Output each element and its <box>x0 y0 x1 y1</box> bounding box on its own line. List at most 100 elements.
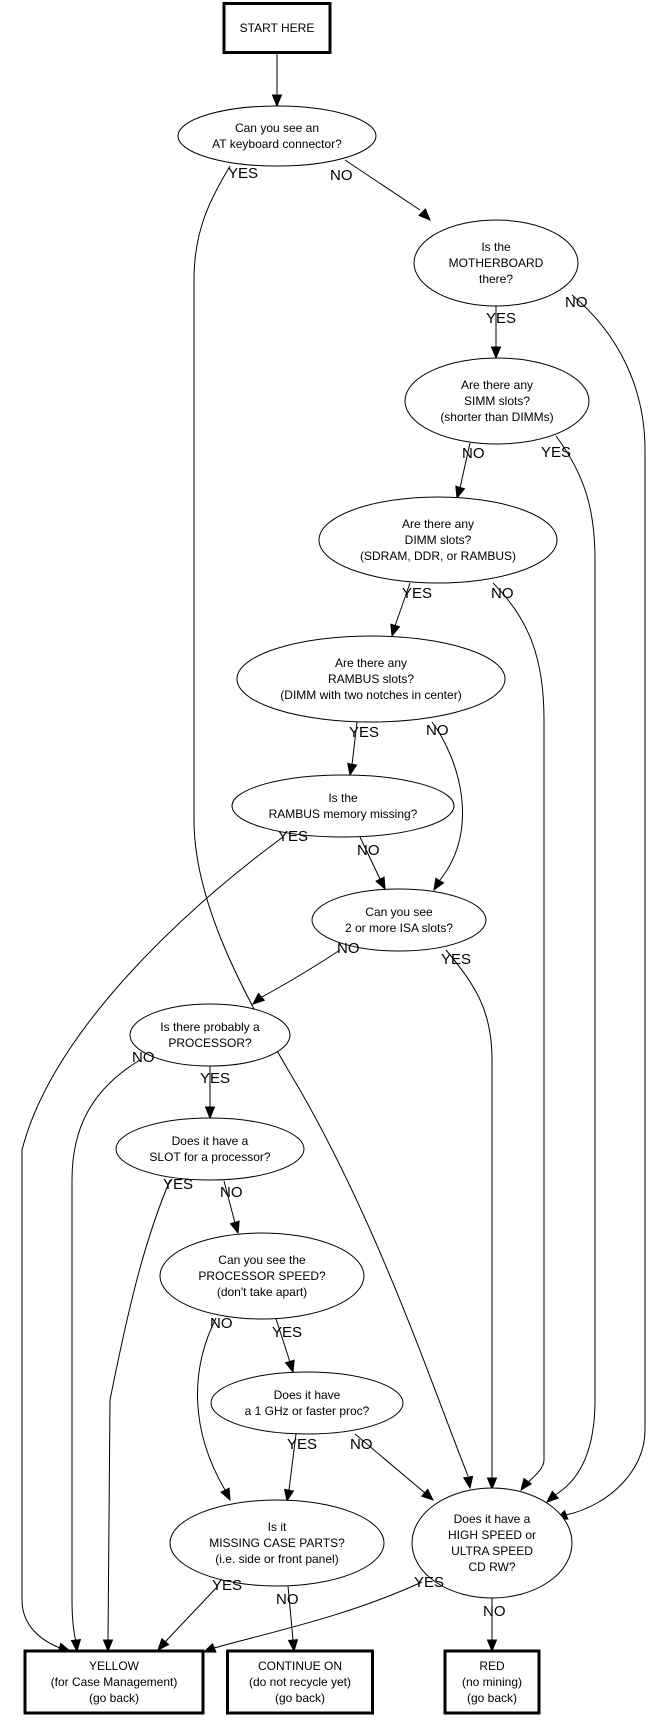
edge-label-no: NO <box>426 722 449 739</box>
arrowhead-icon <box>520 1477 533 1492</box>
decision-ellipse <box>311 888 487 952</box>
edges-layer <box>21 53 646 1653</box>
arrowhead-icon <box>157 1637 170 1651</box>
node-text-line: SLOT for a processor? <box>149 1150 270 1164</box>
edge-label-yes: YES <box>272 1324 302 1341</box>
terminal-box <box>226 1649 374 1715</box>
decision-ellipse <box>177 105 377 167</box>
arrowhead-icon <box>420 1488 434 1501</box>
edge-line <box>213 1581 423 1649</box>
arrowhead-icon <box>390 623 401 638</box>
node-text-line: ULTRA SPEED <box>451 1544 533 1558</box>
node-text-line: YELLOW <box>89 1659 140 1673</box>
node-text-line: (go back) <box>89 1691 139 1705</box>
node-text-line: Does it have a <box>454 1512 531 1526</box>
edge-line <box>394 582 411 627</box>
edge-at_keyboard-to-motherboard <box>344 159 431 221</box>
node-red: RED(no mining)(go back) <box>443 1649 541 1715</box>
node-text-line: (shorter than DIMMs) <box>440 410 553 424</box>
arrowhead-icon <box>271 94 283 108</box>
node-text-line: PROCESSOR? <box>168 1036 252 1050</box>
edge-speed-to-ghz <box>275 1318 295 1374</box>
edge-line <box>223 1180 236 1224</box>
arrowhead-icon <box>102 1639 114 1653</box>
decision-ellipse <box>318 496 558 584</box>
edge-processor-to-slot <box>204 1066 216 1120</box>
edge-line <box>107 1179 171 1642</box>
edge-line <box>459 442 471 489</box>
edge-line <box>492 582 545 1487</box>
arrowhead-icon <box>283 1488 295 1503</box>
edge-line <box>431 721 463 881</box>
decision-ellipse <box>129 1003 291 1067</box>
arrowhead-icon <box>229 1220 240 1235</box>
arrowhead-icon <box>251 992 266 1005</box>
edge-cdrw-to-yellow <box>202 1581 423 1653</box>
edge-dimm-to-rambus_slots <box>390 582 411 638</box>
node-text-line: Is there probably a <box>160 1020 260 1034</box>
edge-label-yes: YES <box>402 585 432 602</box>
decision-ellipse <box>231 774 455 838</box>
arrowhead-icon <box>490 346 502 360</box>
edge-line <box>288 1433 297 1491</box>
decision-ellipse <box>159 1232 365 1320</box>
edge-isa-to-cdrw <box>445 949 498 1491</box>
node-text-line: Are there any <box>335 656 407 670</box>
decision-ellipse <box>210 1371 404 1435</box>
arrowhead-icon <box>204 1106 216 1120</box>
edge-label-yes: YES <box>349 724 379 741</box>
terminal-box <box>222 2 332 54</box>
arrowhead-icon <box>70 1639 82 1653</box>
edge-speed-to-case_parts <box>197 1317 231 1502</box>
node-text-line: CONTINUE ON <box>258 1659 342 1673</box>
edge-label-no: NO <box>220 1184 243 1201</box>
arrowhead-icon <box>287 1639 299 1653</box>
edge-label-yes: YES <box>486 310 516 327</box>
node-yellow: YELLOW(for Case Management)(go back) <box>23 1649 205 1715</box>
decision-ellipse <box>411 1487 573 1599</box>
node-text-line: 2 or more ISA slots? <box>345 921 453 935</box>
node-text-line: (don't take apart) <box>217 1285 307 1299</box>
edge-line <box>359 836 381 880</box>
edge-line <box>565 294 646 1516</box>
node-text-line: DIMM slots? <box>405 533 472 547</box>
node-text-line: Are there any <box>461 378 533 392</box>
edge-label-no: NO <box>483 1603 506 1620</box>
arrowhead-icon <box>220 1487 231 1502</box>
decision-ellipse <box>413 219 579 307</box>
node-text-line: Can you see an <box>235 121 319 135</box>
edge-rambus_slots-to-rambus_missing <box>347 721 358 777</box>
node-text-line: SIMM slots? <box>464 394 530 408</box>
edge-motherboard-to-cdrw <box>554 294 646 1520</box>
edge-line <box>71 1059 141 1642</box>
node-text-line: there? <box>479 272 513 286</box>
edge-label-yes: YES <box>278 828 308 845</box>
node-text-line: (do not recycle yet) <box>249 1675 351 1689</box>
decision-ellipse <box>404 357 590 445</box>
edge-simm-to-cdrw <box>546 435 596 1503</box>
node-text-line: Is the <box>328 791 358 805</box>
edge-label-no: NO <box>565 294 588 311</box>
edge-line <box>21 836 284 1649</box>
edge-label-yes: YES <box>541 444 571 461</box>
node-text-line: (i.e. side or front panel) <box>215 1552 338 1566</box>
edge-line <box>287 1585 294 1641</box>
terminal-box <box>23 1649 205 1715</box>
decision-ellipse <box>236 635 506 723</box>
edge-label-yes: YES <box>287 1436 317 1453</box>
edge-slot-to-yellow <box>102 1179 171 1653</box>
node-start: START HERE <box>222 2 332 54</box>
edge-cdrw-to-red <box>486 1598 498 1653</box>
edge-start-to-at_keyboard <box>271 53 283 108</box>
node-text-line: HIGH SPEED or <box>448 1528 536 1542</box>
arrowhead-icon <box>486 1639 498 1653</box>
edge-ghz-to-cdrw <box>354 1433 434 1501</box>
